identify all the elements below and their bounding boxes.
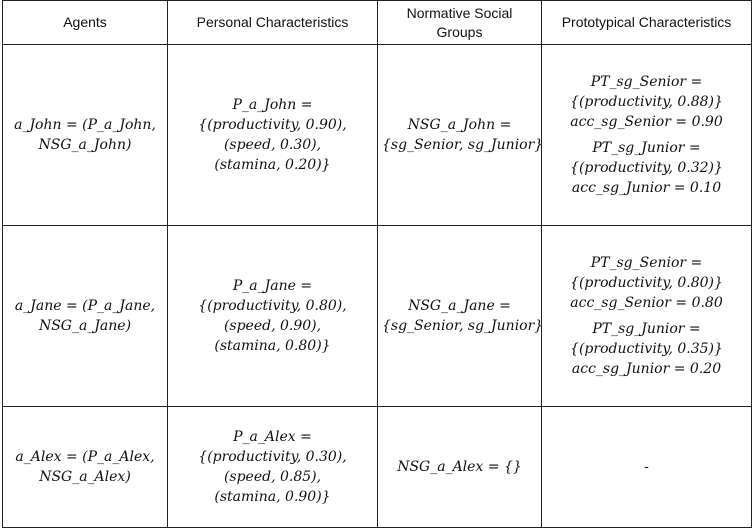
pt-cell: PT_sg_Senior = {(productivity, 0.80)} ac… xyxy=(541,225,752,407)
header-personal-characteristics: Personal Characteristics xyxy=(167,0,378,45)
pt-line: PT_sg_Senior = xyxy=(590,74,703,90)
pt-senior-block: PT_sg_Senior = {(productivity, 0.88)} ac… xyxy=(546,72,747,132)
personal-line: P_a_Jane = xyxy=(232,278,313,294)
pt-line: PT_sg_Senior = xyxy=(590,255,703,271)
table-row: a_John = (P_a_John, NSG_a_John) P_a_John… xyxy=(2,44,752,226)
nsg-cell: NSG_a_John = {sg_Senior, sg_Junior} xyxy=(377,44,544,226)
agent-cell: a_Alex = (P_a_Alex, NSG_a_Alex) xyxy=(2,406,168,528)
nsg-line: NSG_a_Jane = xyxy=(408,298,511,314)
personal-cell: P_a_Jane = {(productivity, 0.80), (speed… xyxy=(167,225,378,407)
pt-senior-block: PT_sg_Senior = {(productivity, 0.80)} ac… xyxy=(546,253,747,313)
pt-line: PT_sg_Junior = xyxy=(592,321,701,337)
pt-cell: - xyxy=(541,406,752,528)
personal-line: {(productivity, 0.30), xyxy=(198,449,347,465)
personal-cell: P_a_John = {(productivity, 0.90), (speed… xyxy=(167,44,378,226)
agent-line: NSG_a_Alex) xyxy=(39,469,131,485)
agent-cell: a_John = (P_a_John, NSG_a_John) xyxy=(2,44,168,226)
personal-line: (stamina, 0.80)} xyxy=(214,338,331,354)
pt-line: acc_sg_Senior = 0.80 xyxy=(570,295,723,311)
pt-junior-block: PT_sg_Junior = {(productivity, 0.35)} ac… xyxy=(546,319,747,379)
pt-line: PT_sg_Junior = xyxy=(592,140,701,156)
pt-line: {(productivity, 0.80)} xyxy=(570,275,723,291)
pt-line: acc_sg_Junior = 0.20 xyxy=(571,361,722,377)
agent-cell: a_Jane = (P_a_Jane, NSG_a_Jane) xyxy=(2,225,168,407)
agent-line: a_Alex = (P_a_Alex, xyxy=(15,449,155,465)
pt-empty-dash: - xyxy=(644,459,649,475)
nsg-line: NSG_a_Alex = {} xyxy=(397,459,522,475)
pt-line: acc_sg_Senior = 0.90 xyxy=(570,114,723,130)
header-prototypical-characteristics: Prototypical Characteristics xyxy=(541,0,752,45)
pt-line: acc_sg_Junior = 0.10 xyxy=(571,180,722,196)
agent-line: a_John = (P_a_John, xyxy=(14,117,156,133)
pt-line: {(productivity, 0.32)} xyxy=(570,160,723,176)
agent-line: NSG_a_John) xyxy=(38,137,132,153)
pt-junior-block: PT_sg_Junior = {(productivity, 0.32)} ac… xyxy=(546,138,747,198)
nsg-cell: NSG_a_Alex = {} xyxy=(377,406,542,528)
personal-line: (speed, 0.30), xyxy=(223,137,322,153)
header-agents: Agents xyxy=(2,0,168,45)
personal-line: P_a_John = xyxy=(232,97,313,113)
header-normative-social-groups: Normative Social Groups xyxy=(377,0,542,45)
nsg-line: {sg_Senior, sg_Junior} xyxy=(382,137,544,153)
pt-cell: PT_sg_Senior = {(productivity, 0.88)} ac… xyxy=(541,44,752,226)
table-row: a_Jane = (P_a_Jane, NSG_a_Jane) P_a_Jane… xyxy=(2,225,752,407)
pt-line: {(productivity, 0.35)} xyxy=(570,341,723,357)
nsg-line: {sg_Senior, sg_Junior} xyxy=(382,318,544,334)
personal-line: (stamina, 0.90)} xyxy=(214,489,331,505)
pt-line: {(productivity, 0.88)} xyxy=(570,94,723,110)
personal-cell: P_a_Alex = {(productivity, 0.30), (speed… xyxy=(167,406,378,528)
table-header-row: Agents Personal Characteristics Normativ… xyxy=(2,0,752,45)
personal-line: (speed, 0.90), xyxy=(223,318,322,334)
agent-line: NSG_a_Jane) xyxy=(38,318,132,334)
personal-line: (stamina, 0.20)} xyxy=(214,157,331,173)
table-row: a_Alex = (P_a_Alex, NSG_a_Alex) P_a_Alex… xyxy=(2,406,752,528)
nsg-cell: NSG_a_Jane = {sg_Senior, sg_Junior} xyxy=(377,225,544,407)
personal-line: P_a_Alex = xyxy=(233,429,312,445)
agent-line: a_Jane = (P_a_Jane, xyxy=(14,298,156,314)
personal-line: {(productivity, 0.90), xyxy=(198,117,347,133)
personal-line: (speed, 0.85), xyxy=(223,469,322,485)
personal-line: {(productivity, 0.80), xyxy=(198,298,347,314)
nsg-line: NSG_a_John = xyxy=(407,117,512,133)
